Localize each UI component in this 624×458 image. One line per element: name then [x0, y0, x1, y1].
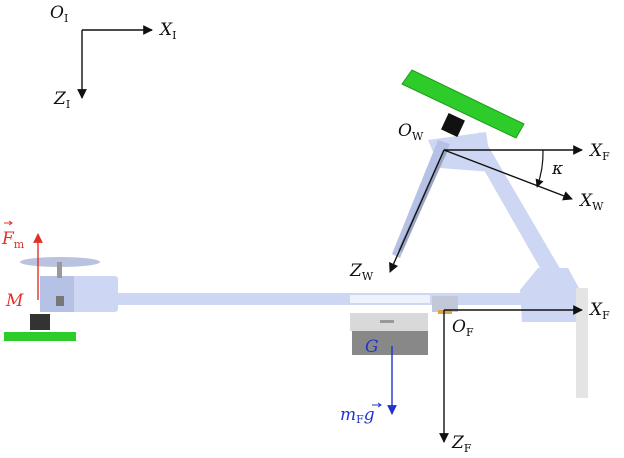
main-beam	[110, 293, 530, 305]
motor-body	[30, 314, 50, 330]
motor-knob	[56, 296, 64, 306]
propeller-shaft	[57, 262, 62, 278]
weight-label: mFg	[340, 405, 375, 426]
motor-housing	[72, 276, 118, 312]
wheel-z-axis	[389, 149, 445, 273]
frame-origin-label: OF	[452, 317, 474, 339]
wheel-hub	[441, 113, 465, 137]
wheel-x-axis	[443, 149, 573, 201]
motor-force-vector-head	[8, 220, 13, 226]
wheel-frame-xf-label: XF	[588, 141, 610, 163]
kappa-label: κ	[551, 159, 563, 179]
counterweight-slot	[380, 320, 394, 323]
motor-pad	[4, 332, 76, 341]
weight-vector-head	[377, 402, 382, 408]
beam-highlight	[350, 295, 430, 303]
right-block	[520, 268, 580, 322]
motor-mass-label: M	[5, 291, 24, 311]
wheel-frame: OW XF XW ZW κ	[349, 121, 610, 283]
motor-bracket	[40, 276, 74, 312]
reaction-wheel	[401, 69, 525, 139]
frame-structure	[4, 69, 588, 398]
inertial-x-label: XI	[158, 20, 176, 42]
right-post	[576, 288, 588, 398]
pivot-pin	[438, 310, 452, 314]
wheel-z-label: ZW	[349, 261, 374, 283]
inertial-frame: OI XI ZI	[50, 3, 176, 111]
forces: Fm M G mFg	[1, 220, 397, 426]
inertial-z-label: ZI	[53, 89, 70, 111]
pivot-mount	[432, 296, 458, 312]
counterweight-block	[352, 331, 428, 355]
cog-label: G	[365, 337, 379, 357]
inertial-origin-label: OI	[50, 3, 68, 25]
wheel-origin-label: OW	[398, 121, 424, 143]
frame-z-label: ZF	[451, 433, 472, 455]
wheel-x-label: XW	[578, 191, 604, 213]
motor-force-label: Fm	[1, 229, 25, 251]
kappa-arc	[535, 149, 544, 188]
body-frame: OF XF ZF	[439, 300, 610, 455]
frame-x-label: XF	[588, 300, 610, 322]
